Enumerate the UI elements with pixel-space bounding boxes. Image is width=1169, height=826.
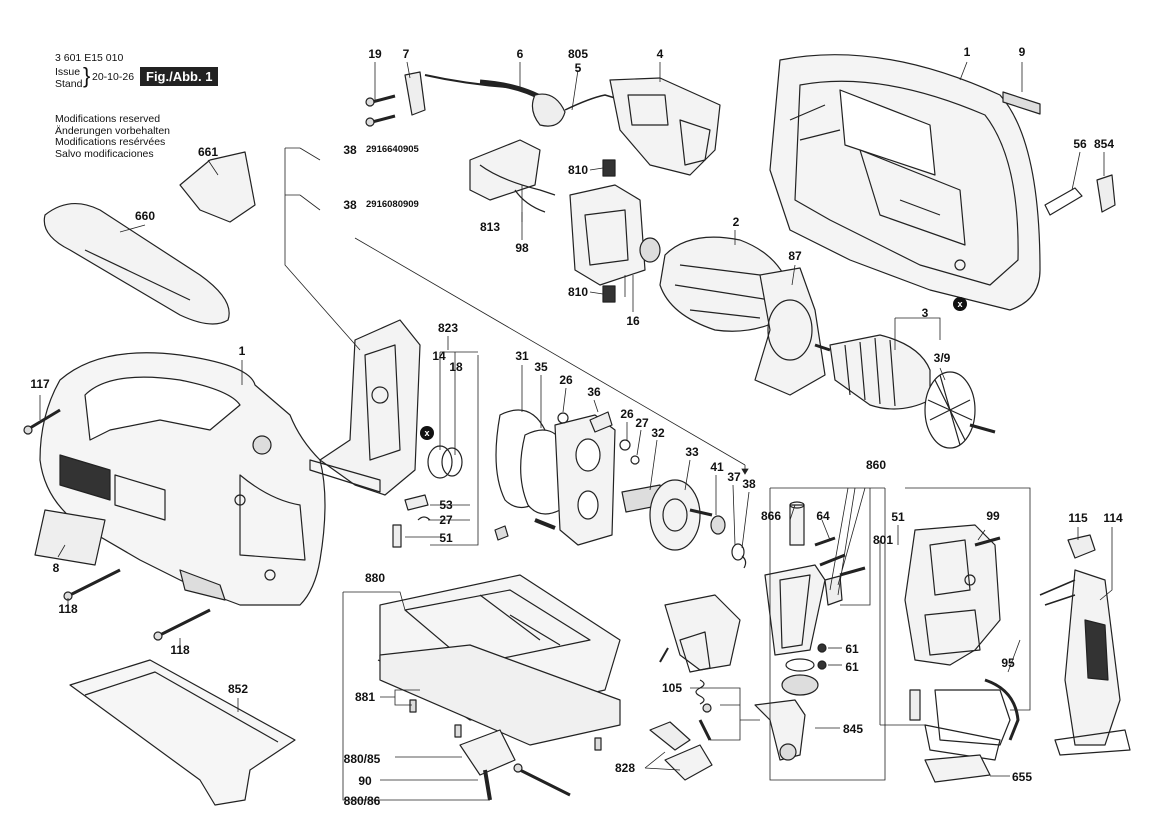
callout-661: 661 [197, 145, 219, 159]
callout-26-b: 26 [620, 407, 634, 421]
callout-8: 8 [52, 561, 60, 575]
callout-880: 880 [364, 571, 386, 585]
callout-3: 3 [921, 306, 929, 320]
document-number: 3 601 E15 010 [55, 52, 124, 64]
callout-36: 36 [587, 385, 601, 399]
callout-41: 41 [710, 460, 724, 474]
gear-housing [319, 319, 421, 496]
callout-6: 6 [516, 47, 524, 61]
callout-115: 115 [1068, 511, 1088, 525]
callout-852: 852 [227, 682, 249, 696]
reference-marker-x: x [953, 297, 967, 311]
gear-33 [649, 479, 701, 551]
housing-shell-left [39, 352, 326, 606]
switch-assembly [609, 77, 721, 176]
callout-18: 18 [449, 360, 463, 374]
brace: } [83, 63, 91, 88]
callout-813: 813 [479, 220, 501, 234]
callout-1-shell: 1 [238, 344, 246, 358]
callout-33: 33 [685, 445, 699, 459]
plunger-assembly [764, 564, 826, 656]
callout-19: 19 [368, 47, 382, 61]
callout-828: 828 [614, 761, 636, 775]
callout-823: 823 [437, 321, 459, 335]
callout-810-a: 810 [567, 163, 589, 177]
callout-105: 105 [661, 681, 683, 695]
callout-32: 32 [651, 426, 665, 440]
callout-31: 31 [515, 349, 529, 363]
callout-845: 845 [842, 722, 864, 736]
callout-87: 87 [788, 249, 802, 263]
callout-881: 881 [354, 690, 376, 704]
brush-holder [569, 184, 646, 286]
reference-marker-x: x [420, 426, 434, 440]
issue-label: Issue [55, 66, 81, 78]
callout-61-b: 61 [845, 660, 859, 674]
callout-38-c: 38 [742, 477, 756, 491]
callout-880-86: 880/86 [343, 794, 381, 808]
part-number-seal-a: 2916640905 [366, 144, 419, 155]
callout-805: 805 [567, 47, 589, 61]
callout-14: 14 [432, 349, 446, 363]
callout-810-b: 810 [567, 285, 589, 299]
callout-801: 801 [872, 533, 894, 547]
callout-9: 9 [1018, 45, 1026, 59]
callout-118-a: 118 [58, 602, 78, 616]
callout-95: 95 [1001, 656, 1015, 670]
modifications-en: Modifications reserved [55, 113, 161, 125]
callout-7: 7 [402, 47, 410, 61]
callout-114: 114 [1103, 511, 1123, 525]
callout-5: 5 [574, 61, 582, 75]
front-housing [904, 524, 1001, 666]
callout-27-b: 27 [635, 416, 649, 430]
figure-label: Fig./Abb. 1 [140, 67, 219, 86]
modifications-es: Salvo modificaciones [55, 147, 154, 160]
nozzle-660 [43, 203, 230, 325]
plate-36 [554, 414, 616, 546]
callout-37: 37 [727, 470, 741, 484]
callout-860: 860 [865, 458, 887, 472]
callout-26-a: 26 [559, 373, 573, 387]
callout-90: 90 [358, 774, 372, 788]
callout-2: 2 [732, 215, 740, 229]
callout-866: 866 [760, 509, 782, 523]
callout-98: 98 [515, 241, 529, 255]
callout-117: 117 [30, 377, 50, 391]
callout-118-b: 118 [170, 643, 190, 657]
callout-51-b: 51 [891, 510, 905, 524]
modifications-fr: Modifications resérvées [55, 136, 166, 149]
callout-51-a: 51 [439, 531, 453, 545]
callout-64: 64 [816, 509, 830, 523]
callout-56: 56 [1073, 137, 1087, 151]
callout-61-a: 61 [845, 642, 859, 656]
stand-label: Stand [55, 78, 83, 90]
callout-53: 53 [439, 498, 453, 512]
callout-655: 655 [1011, 770, 1033, 784]
callout-38-a: 38 [343, 143, 357, 157]
modifications-de: Änderungen vorbehalten [55, 124, 171, 137]
callout-1-housing: 1 [963, 45, 971, 59]
label-plate [1002, 91, 1041, 115]
housing-half-right [769, 54, 1041, 311]
callout-660: 660 [134, 209, 156, 223]
issue-date: 20-10-26 [92, 71, 135, 83]
callout-99: 99 [986, 509, 1000, 523]
callout-38-b: 38 [343, 198, 357, 212]
callout-27-a: 27 [439, 513, 453, 527]
callout-880-85: 880/85 [343, 752, 381, 766]
callout-4: 4 [656, 47, 664, 61]
callout-35: 35 [534, 360, 548, 374]
callout-16: 16 [626, 314, 640, 328]
callout-3-9: 3/9 [933, 351, 951, 365]
part-number-seal-b: 2916080909 [366, 199, 419, 210]
callout-854: 854 [1093, 137, 1115, 151]
modifications-notice: Modifications reserved Änderungen vorbeh… [55, 113, 171, 160]
clip-661 [179, 151, 256, 223]
shoe-852 [69, 659, 296, 806]
armature [829, 334, 931, 410]
